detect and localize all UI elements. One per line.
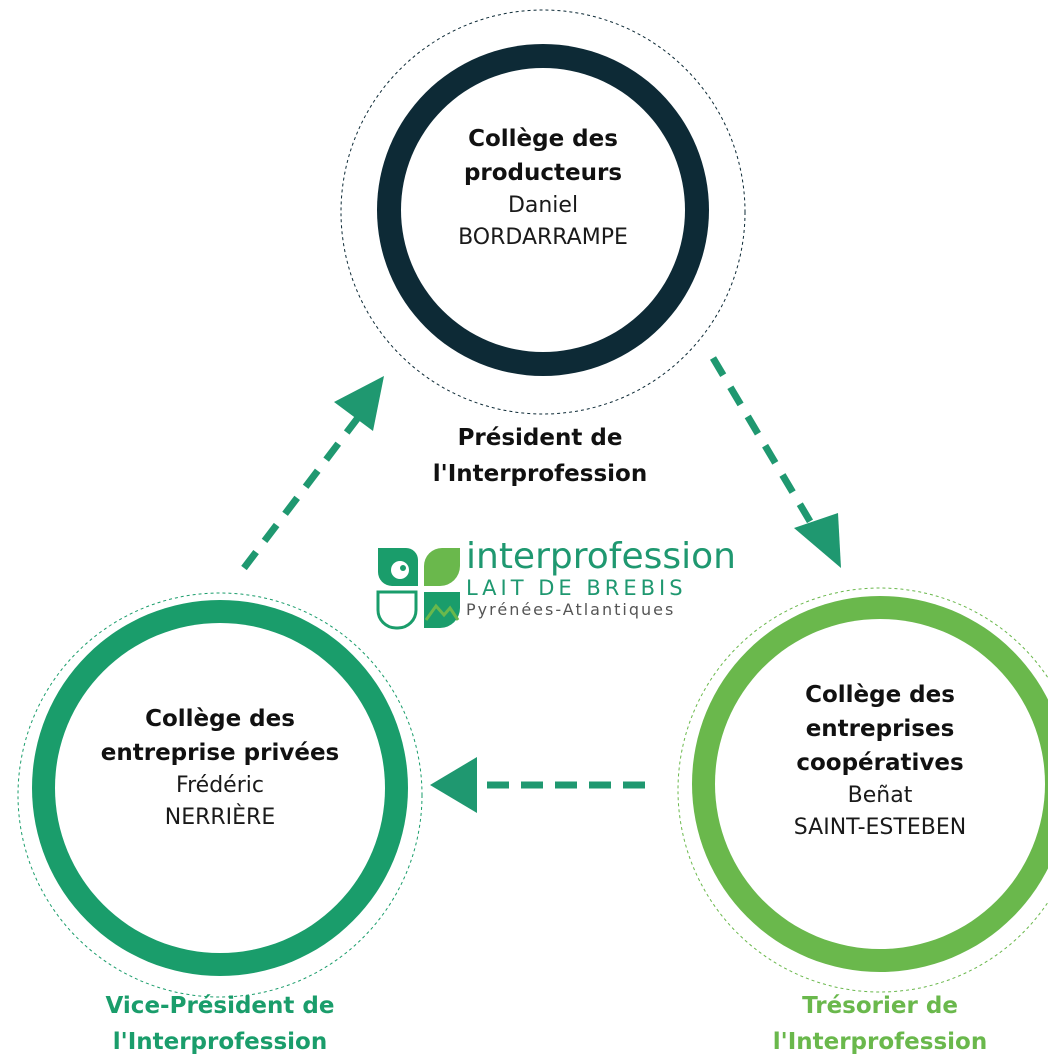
logo: interprofession LAIT DE BREBIS Pyrénées-… (466, 538, 736, 620)
logo-region: Pyrénées-Atlantiques (466, 600, 676, 619)
role-tresorier: Trésorier de l'Interprofession (730, 988, 1030, 1060)
college-privees-label: Collège des entreprise privées Frédéric … (80, 702, 360, 834)
role-vice-president: Vice-Président de l'Interprofession (70, 988, 370, 1060)
college-producteurs-label: Collège des producteurs Daniel BORDARRAM… (403, 122, 683, 254)
college-title-line3: coopératives (796, 750, 964, 776)
person-first-name: Frédéric (176, 773, 264, 798)
role-line2: l'Interprofession (772, 1029, 988, 1055)
college-title-line2: entreprises (805, 716, 955, 742)
college-cooperatives-label: Collège des entreprises coopératives Beñ… (740, 678, 1020, 844)
role-line1: Président de (457, 425, 623, 451)
person-first-name: Daniel (507, 193, 579, 218)
role-line1: Vice-Président de (105, 993, 335, 1019)
circle-cooperatives (677, 587, 1048, 993)
college-title-line2: entreprise privées (100, 740, 340, 766)
role-line2: l'Interprofession (432, 461, 648, 487)
role-line2: l'Interprofession (112, 1029, 328, 1055)
logo-subtitle: LAIT DE BREBIS (466, 576, 687, 600)
person-first-name: Beñat (847, 783, 913, 808)
college-title-line1: Collège des (805, 682, 955, 708)
role-president: Président de l'Interprofession (400, 420, 680, 492)
arrow-privees-to-producteurs (241, 376, 384, 571)
role-line1: Trésorier de (802, 993, 958, 1019)
person-last-name: NERRIÈRE (164, 805, 276, 830)
arrow-cooperatives-to-privees (430, 757, 645, 813)
college-title-line2: producteurs (463, 160, 623, 186)
college-title-line1: Collège des (145, 706, 295, 732)
sheep-leaf-logo-icon (376, 548, 460, 630)
logo-wordmark: interprofession (466, 536, 736, 577)
circle-privees (17, 592, 423, 998)
person-last-name: SAINT-ESTEBEN (793, 815, 967, 840)
arrow-producteurs-to-cooperatives (709, 356, 841, 568)
person-last-name: BORDARRAMPE (458, 225, 628, 250)
circle-producteurs (340, 9, 746, 415)
college-title-line1: Collège des (468, 126, 618, 152)
